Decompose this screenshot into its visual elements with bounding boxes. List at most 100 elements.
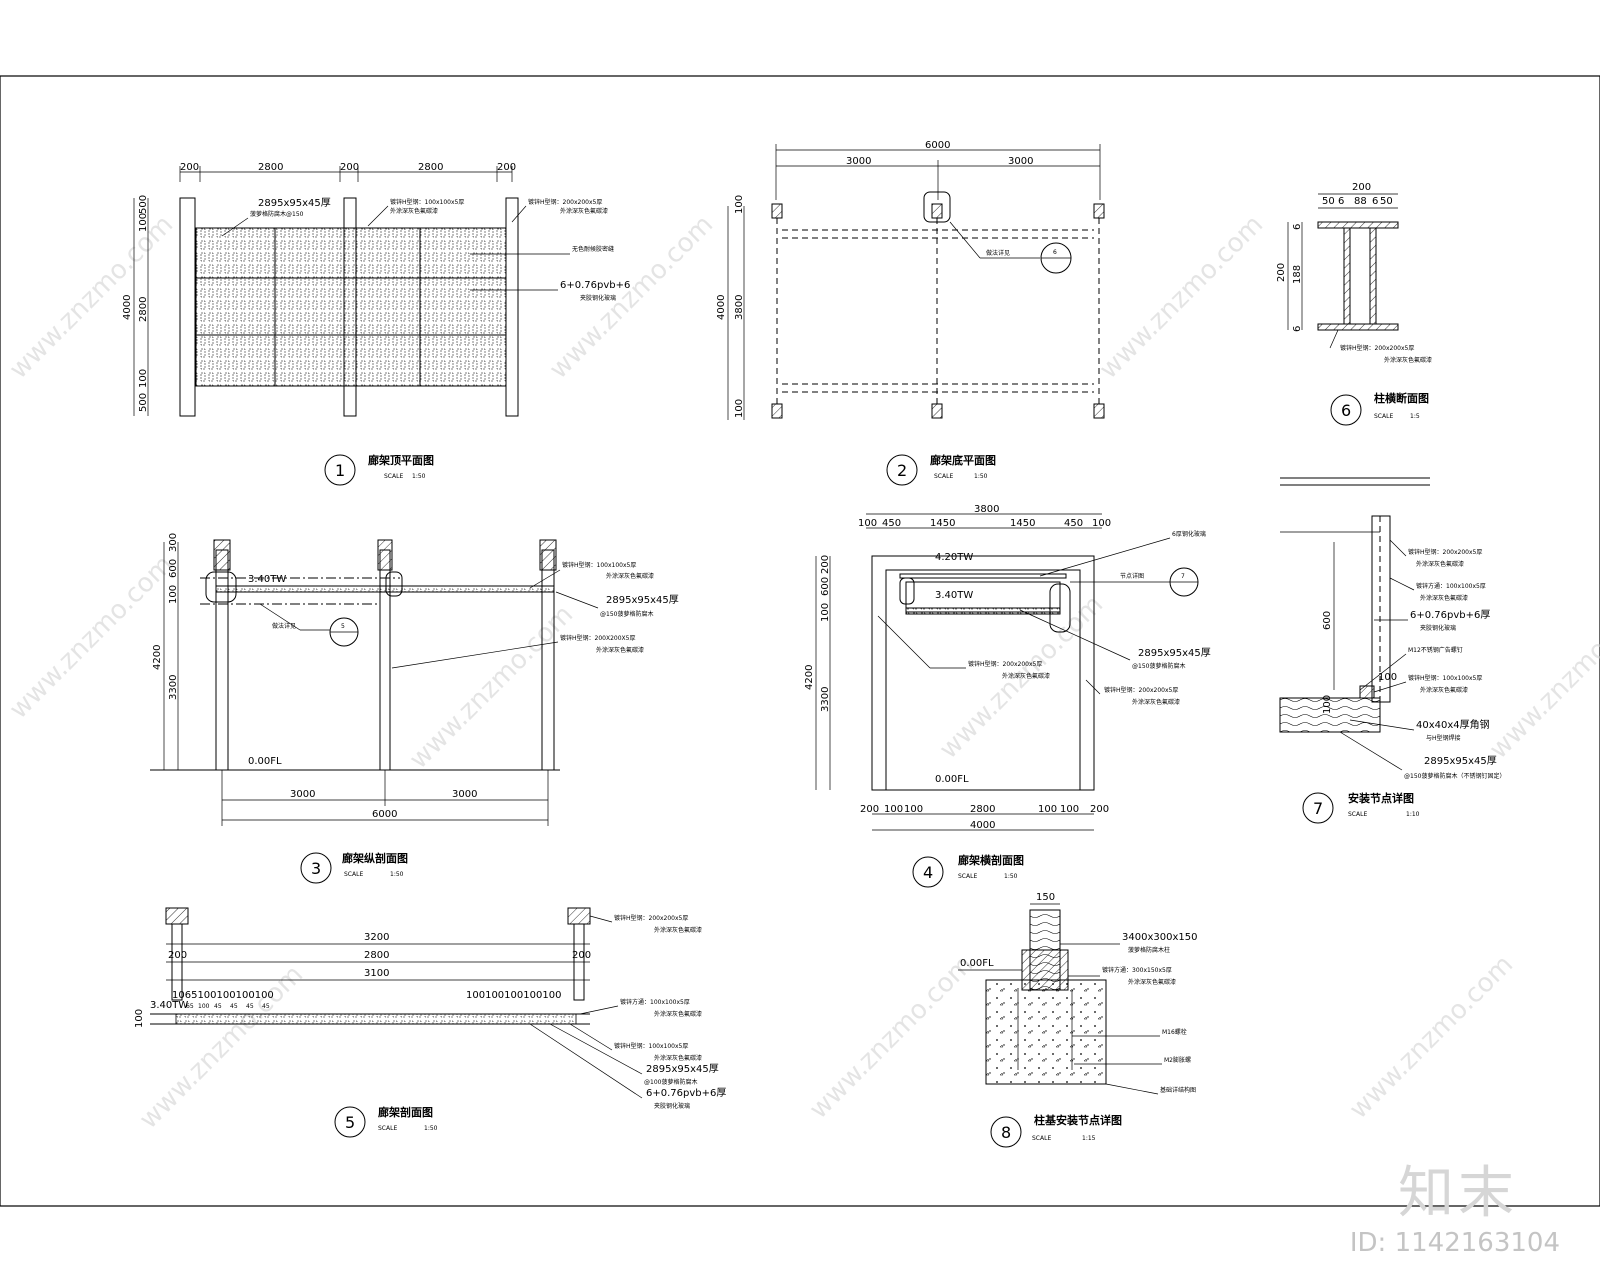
svg-text:6: 6 bbox=[1053, 249, 1057, 256]
d3-number: 3 bbox=[311, 859, 321, 878]
svg-text:外涂深灰色氟碳漆: 外涂深灰色氟碳漆 bbox=[606, 572, 654, 580]
svg-text:0.00FL: 0.00FL bbox=[248, 756, 282, 767]
svg-text:外涂深灰色氟碳漆: 外涂深灰色氟碳漆 bbox=[1416, 560, 1464, 568]
image-id-label: ID: 1142163104 bbox=[1349, 1228, 1560, 1258]
svg-text:镀锌方通：100x100x5厚: 镀锌方通：100x100x5厚 bbox=[1416, 582, 1486, 590]
svg-text:做法详见: 做法详见 bbox=[272, 622, 296, 630]
svg-text:2895x95x45厚: 2895x95x45厚 bbox=[646, 1063, 719, 1075]
svg-text:SCALE: SCALE bbox=[384, 473, 403, 480]
svg-text:外涂深灰色氟碳漆: 外涂深灰色氟碳漆 bbox=[1002, 672, 1050, 680]
web-left bbox=[1343, 227, 1351, 325]
svg-text:100: 100 bbox=[138, 213, 149, 232]
svg-text:6+0.76pvb+6厚: 6+0.76pvb+6厚 bbox=[1410, 609, 1490, 621]
d2-title: 廊架底平面图 bbox=[930, 453, 996, 467]
svg-text:88: 88 bbox=[1354, 196, 1367, 207]
svg-text:@150菠萝格防腐木: @150菠萝格防腐木 bbox=[1132, 662, 1185, 670]
svg-text:45: 45 bbox=[246, 1003, 254, 1010]
svg-text:外涂深灰色氟碳漆: 外涂深灰色氟碳漆 bbox=[596, 646, 644, 654]
svg-text:镀锌H型钢：100x100x5厚: 镀锌H型钢：100x100x5厚 bbox=[614, 1042, 688, 1050]
svg-text:M16螺栓: M16螺栓 bbox=[1162, 1028, 1187, 1036]
svg-text:6+0.76pvb+6厚: 6+0.76pvb+6厚 bbox=[646, 1087, 726, 1099]
svg-text:6厚钢化玻璃: 6厚钢化玻璃 bbox=[1172, 530, 1206, 538]
svg-text:100: 100 bbox=[734, 195, 745, 214]
svg-text:3300: 3300 bbox=[168, 675, 179, 700]
svg-text:镀锌H型钢：200x200x5厚: 镀锌H型钢：200x200x5厚 bbox=[614, 914, 688, 922]
svg-text:100: 100 bbox=[138, 369, 149, 388]
svg-text:45: 45 bbox=[262, 1003, 270, 1010]
svg-text:200: 200 bbox=[820, 555, 831, 574]
svg-text:100: 100 bbox=[820, 603, 831, 622]
svg-text:6+0.76pvb+6: 6+0.76pvb+6 bbox=[560, 280, 630, 291]
svg-text:200: 200 bbox=[1090, 804, 1109, 815]
svg-text:4000: 4000 bbox=[970, 820, 995, 831]
svg-text:www.znzmo.com: www.znzmo.com bbox=[134, 960, 309, 1135]
svg-text:200: 200 bbox=[180, 162, 199, 173]
svg-text:外涂深灰色氟碳漆: 外涂深灰色氟碳漆 bbox=[1420, 686, 1468, 694]
svg-text:镀锌H型钢：200x200x5厚: 镀锌H型钢：200x200x5厚 bbox=[1340, 344, 1414, 352]
svg-text:夹胶钢化玻璃: 夹胶钢化玻璃 bbox=[580, 294, 616, 302]
svg-text:镀锌H型钢：200x200x5厚: 镀锌H型钢：200x200x5厚 bbox=[528, 198, 602, 206]
svg-text:镀锌H型钢：100x100x5厚: 镀锌H型钢：100x100x5厚 bbox=[390, 198, 464, 206]
svg-text:1065100100100100: 1065100100100100 bbox=[172, 990, 274, 1001]
svg-text:3000: 3000 bbox=[1008, 156, 1033, 167]
svg-text:100: 100 bbox=[858, 518, 877, 529]
svg-text:1:50: 1:50 bbox=[1004, 873, 1018, 880]
svg-text:200: 200 bbox=[497, 162, 516, 173]
drawing-4-cross-section: 3800 100 450 1450 1450 450 100 200 600 1… bbox=[804, 504, 1211, 888]
svg-text:200: 200 bbox=[860, 804, 879, 815]
svg-text:100: 100 bbox=[198, 1003, 210, 1010]
svg-text:镀锌H型钢：200X200X5厚: 镀锌H型钢：200X200X5厚 bbox=[560, 634, 635, 642]
drawing-7-installation-detail: 600 100 100 镀锌H型钢：200x200x5厚 外涂深灰色氟碳漆 镀锌… bbox=[1279, 515, 1505, 824]
d7-title: 安装节点详图 bbox=[1348, 791, 1414, 805]
svg-text:SCALE: SCALE bbox=[958, 873, 977, 880]
svg-text:3.40TW: 3.40TW bbox=[248, 574, 286, 585]
svg-text:2895x95x45厚: 2895x95x45厚 bbox=[258, 197, 331, 209]
svg-text:2800: 2800 bbox=[364, 950, 389, 961]
svg-text:SCALE: SCALE bbox=[1348, 811, 1367, 818]
svg-text:外涂深灰色氟碳漆: 外涂深灰色氟碳漆 bbox=[390, 207, 438, 215]
svg-text:@150菠萝格防腐木（不锈钢钉固定）: @150菠萝格防腐木（不锈钢钉固定） bbox=[1404, 772, 1505, 780]
svg-text:M2膨胀螺: M2膨胀螺 bbox=[1164, 1056, 1191, 1064]
svg-text:外涂深灰色氟碳漆: 外涂深灰色氟碳漆 bbox=[654, 1054, 702, 1062]
svg-text:0.00FL: 0.00FL bbox=[960, 958, 994, 969]
svg-text:200: 200 bbox=[1276, 263, 1287, 282]
svg-text:1:5: 1:5 bbox=[1410, 413, 1420, 420]
svg-text:做法详见: 做法详见 bbox=[986, 249, 1010, 257]
svg-text:2895x95x45厚: 2895x95x45厚 bbox=[1138, 647, 1211, 659]
svg-text:100: 100 bbox=[1060, 804, 1079, 815]
svg-text:200: 200 bbox=[572, 950, 591, 961]
svg-text:2800: 2800 bbox=[970, 804, 995, 815]
svg-text:夹胶钢化玻璃: 夹胶钢化玻璃 bbox=[1420, 624, 1456, 632]
svg-text:外涂深灰色氟碳漆: 外涂深灰色氟碳漆 bbox=[1420, 594, 1468, 602]
svg-text:188: 188 bbox=[1292, 265, 1303, 284]
svg-text:2800: 2800 bbox=[418, 162, 443, 173]
svg-text:夹胶钢化玻璃: 夹胶钢化玻璃 bbox=[654, 1102, 690, 1110]
svg-text:www.znzmo.com: www.znzmo.com bbox=[804, 950, 979, 1125]
svg-text:镀锌H型钢：200x200x5厚: 镀锌H型钢：200x200x5厚 bbox=[1104, 686, 1178, 694]
drawing-5-section: 3200 200 2800 200 3100 1065100100100100 … bbox=[134, 907, 726, 1138]
svg-text:镀锌H型钢：200x200x5厚: 镀锌H型钢：200x200x5厚 bbox=[968, 660, 1042, 668]
svg-text:0.00FL: 0.00FL bbox=[935, 774, 969, 785]
svg-text:150: 150 bbox=[1036, 892, 1055, 903]
svg-text:6000: 6000 bbox=[925, 140, 950, 151]
svg-text:无色耐候胶密缝: 无色耐候胶密缝 bbox=[572, 245, 614, 253]
svg-text:6: 6 bbox=[1338, 196, 1344, 207]
svg-text:1:15: 1:15 bbox=[1082, 1135, 1096, 1142]
svg-text:1:50: 1:50 bbox=[974, 473, 988, 480]
d6-title: 柱横断面图 bbox=[1374, 391, 1429, 405]
d5-title: 廊架剖面图 bbox=[378, 1105, 433, 1119]
svg-text:100: 100 bbox=[1378, 672, 1397, 683]
drawing-1-roof-plan: 200 2800 200 2800 200 4000 2800 100 500 … bbox=[122, 162, 630, 486]
svg-text:M12不锈钢广告螺钉: M12不锈钢广告螺钉 bbox=[1408, 646, 1463, 654]
svg-text:基础详结构图: 基础详结构图 bbox=[1160, 1086, 1196, 1094]
svg-text:3200: 3200 bbox=[364, 932, 389, 943]
svg-text:外涂深灰色氟碳漆: 外涂深灰色氟碳漆 bbox=[1132, 698, 1180, 706]
d8-title: 柱基安装节点详图 bbox=[1034, 1113, 1122, 1127]
svg-text:6: 6 bbox=[1292, 224, 1303, 230]
svg-text:外涂深灰色氟碳漆: 外涂深灰色氟碳漆 bbox=[560, 207, 608, 215]
svg-text:500: 500 bbox=[138, 195, 149, 214]
svg-text:100: 100 bbox=[734, 399, 745, 418]
svg-text:600: 600 bbox=[168, 559, 179, 578]
svg-text:4000: 4000 bbox=[716, 295, 727, 320]
